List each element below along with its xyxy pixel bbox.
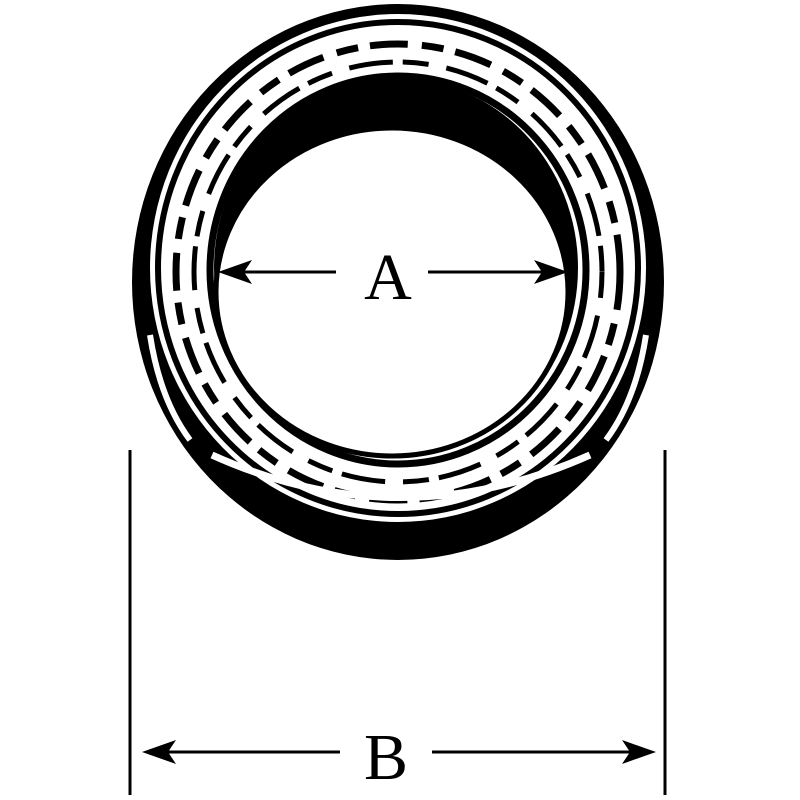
ring-lower-lip-highlight [210, 451, 592, 501]
ring-texture-dashes-inner [191, 59, 605, 485]
ring-outer-face-outline [155, 19, 641, 517]
ring-left-lip-highlight [147, 334, 193, 442]
dimension-a-label: A [358, 245, 418, 311]
ring-inner-shoulder [206, 72, 590, 468]
dimension-b-arrow [142, 740, 656, 764]
ring-right-lip-highlight [603, 334, 649, 442]
ring-bore-outline [213, 125, 571, 459]
dimension-a-arrow [218, 260, 568, 284]
dimension-b-label: B [357, 725, 415, 791]
